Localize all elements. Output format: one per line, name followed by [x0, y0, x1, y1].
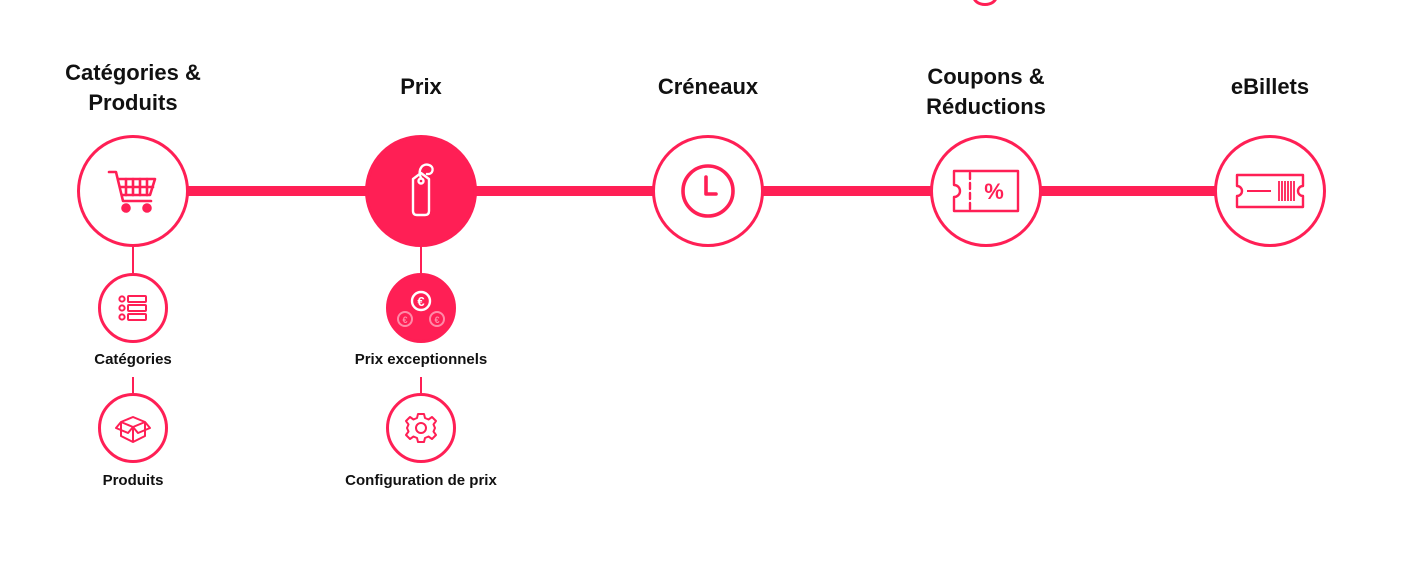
vline-configuration-prix [420, 377, 422, 393]
step-title-coupons-reductions: Coupons & Réductions [926, 64, 1046, 119]
euro-coins-icon: € € € [396, 286, 446, 330]
step-node-prix[interactable] [365, 135, 477, 247]
sub-node-prix-exceptionnels[interactable]: € € € [386, 273, 456, 343]
sub-label-produits: Produits [102, 472, 164, 489]
svg-text:€: € [417, 294, 424, 309]
sub-node-categories[interactable] [98, 273, 168, 343]
gear-icon [404, 411, 438, 445]
sub-label-configuration-prix: Configuration de prix [345, 472, 497, 489]
price-tag-icon [397, 159, 445, 223]
sub-node-produits[interactable] [98, 393, 168, 463]
sub-node-configuration-prix[interactable] [386, 393, 456, 463]
shopping-cart-icon [105, 163, 161, 219]
sub-label-prix-exceptionnels: Prix exceptionnels [354, 351, 488, 368]
connector-4-5 [1041, 186, 1216, 196]
connector-1-2 [188, 186, 366, 196]
ticket-barcode-icon [1233, 171, 1307, 211]
sub-label-categories: Catégories [94, 351, 172, 368]
list-icon [116, 291, 150, 325]
svg-text:€: € [434, 315, 439, 325]
connector-2-3 [476, 186, 654, 196]
top-partial-mark [972, 0, 998, 6]
connector-3-4 [763, 186, 933, 196]
svg-text:%: % [984, 179, 1004, 204]
step-title-prix: Prix [400, 74, 442, 99]
coupon-percent-icon: % [950, 166, 1022, 216]
step-node-creneaux[interactable] [652, 135, 764, 247]
step-title-ebillets: eBillets [1230, 74, 1310, 99]
vline-produits [132, 377, 134, 393]
step-node-coupons-reductions[interactable]: % [930, 135, 1042, 247]
clock-icon [678, 161, 738, 221]
vline-categories [132, 247, 134, 273]
step-title-categories-produits: Catégories & Produits [65, 60, 201, 115]
step-node-categories-produits[interactable] [77, 135, 189, 247]
box-icon [113, 410, 153, 446]
vline-prix-exceptionnels [420, 247, 422, 273]
svg-text:€: € [402, 315, 407, 325]
step-title-creneaux: Créneaux [657, 74, 759, 99]
step-node-ebillets[interactable] [1214, 135, 1326, 247]
